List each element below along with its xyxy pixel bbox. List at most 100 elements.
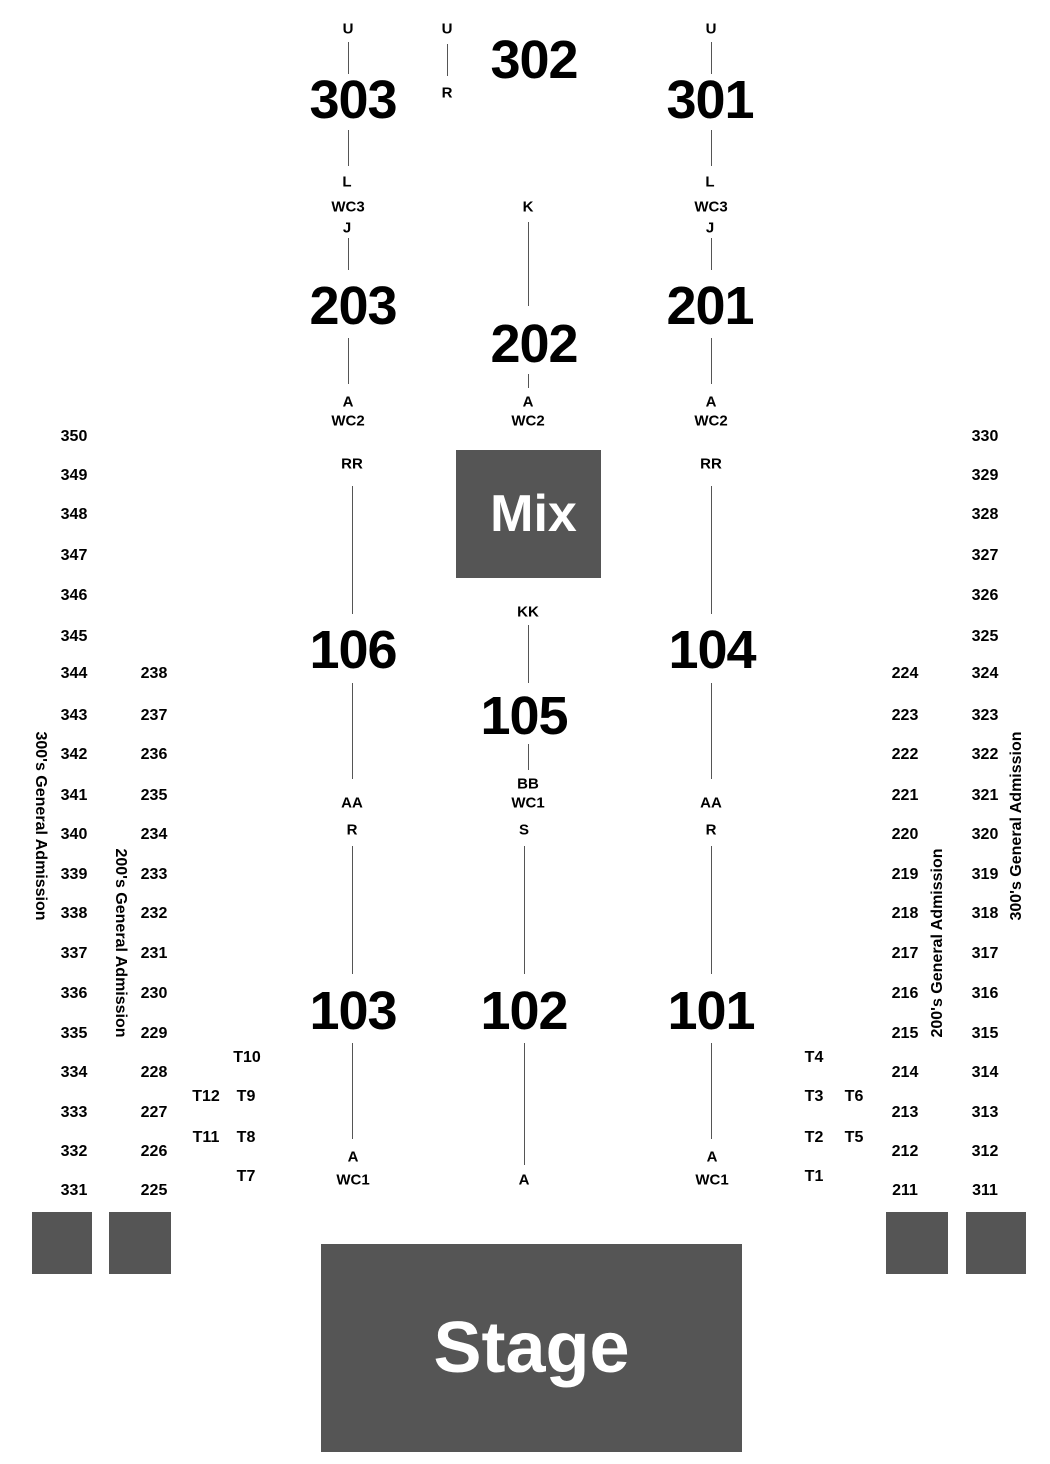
section-201[interactable]: 201 xyxy=(666,276,754,336)
row-label-101-bottom: A xyxy=(706,1148,718,1166)
row-label-302-top: U xyxy=(441,20,453,38)
ga-200-right-number: 213 xyxy=(891,1104,919,1121)
ga-200-left-number: 235 xyxy=(140,787,168,804)
row-line-101-upper xyxy=(711,846,712,974)
row-label-201-bottom: A xyxy=(705,393,717,411)
row-label-203-top: J xyxy=(342,219,352,237)
stage-block[interactable] xyxy=(321,1244,742,1452)
section-303[interactable]: 303 xyxy=(309,70,397,130)
row-label-106-top: RR xyxy=(341,455,363,473)
section-104[interactable]: 104 xyxy=(668,620,756,680)
ga-300-right-number: 329 xyxy=(971,467,999,484)
ga-300-left-number: 339 xyxy=(60,866,88,883)
ga-300-right-number: 328 xyxy=(971,506,999,523)
mix-label: Mix xyxy=(490,485,577,543)
table-t4[interactable]: T4 xyxy=(804,1049,824,1066)
section-203[interactable]: 203 xyxy=(309,276,397,336)
ga-200-left-number: 230 xyxy=(140,985,168,1002)
ga-block-300-right[interactable] xyxy=(966,1212,1026,1274)
ga-300-left-number: 343 xyxy=(60,707,88,724)
row-label-303-bottom: L xyxy=(342,173,352,191)
row-line-106-lower xyxy=(352,683,353,779)
ga-block-200-right[interactable] xyxy=(886,1212,948,1274)
row-line-303-upper xyxy=(348,42,349,74)
ga-200-left-number: 233 xyxy=(140,866,168,883)
row-line-105-upper xyxy=(528,625,529,683)
ga-300-left-number: 334 xyxy=(60,1064,88,1081)
table-t3[interactable]: T3 xyxy=(804,1088,824,1105)
wheelchair-label-wc2-right: WC2 xyxy=(694,412,728,430)
table-t8[interactable]: T8 xyxy=(236,1129,256,1146)
section-105[interactable]: 105 xyxy=(480,686,568,746)
ga-300-right-number: 318 xyxy=(971,905,999,922)
ga-300-left-number: 346 xyxy=(60,587,88,604)
table-t7[interactable]: T7 xyxy=(236,1168,256,1185)
ga-300-left-number: 345 xyxy=(60,628,88,645)
row-line-103-lower xyxy=(352,1043,353,1139)
ga-300-right-number: 313 xyxy=(971,1104,999,1121)
table-t12[interactable]: T12 xyxy=(192,1088,220,1105)
ga-300-right-number: 325 xyxy=(971,628,999,645)
section-102[interactable]: 102 xyxy=(480,981,568,1041)
row-label-105-bottom: BB xyxy=(517,775,539,793)
row-line-101-lower xyxy=(711,1043,712,1139)
ga-300-left-number: 344 xyxy=(60,665,88,682)
row-label-201-top: J xyxy=(705,219,715,237)
row-line-302 xyxy=(447,44,448,76)
row-label-202-bottom: A xyxy=(522,393,534,411)
row-line-102-lower xyxy=(524,1043,525,1165)
ga-300-left-number: 333 xyxy=(60,1104,88,1121)
row-label-301-bottom: L xyxy=(705,173,715,191)
ga-300-right-number: 321 xyxy=(971,787,999,804)
ga-200-right-number: 217 xyxy=(891,945,919,962)
table-t6[interactable]: T6 xyxy=(844,1088,864,1105)
ga-200-right-number: 221 xyxy=(891,787,919,804)
row-line-301-lower xyxy=(711,130,712,166)
section-202[interactable]: 202 xyxy=(490,314,578,374)
row-line-203-upper xyxy=(348,238,349,270)
wheelchair-label-wc3-left: WC3 xyxy=(331,198,365,216)
wheelchair-label-wc1-left: WC1 xyxy=(336,1171,370,1189)
ga-200-right-number: 212 xyxy=(891,1143,919,1160)
row-label-102-top: S xyxy=(518,821,530,839)
ga-200-right-number: 223 xyxy=(891,707,919,724)
row-line-105-lower xyxy=(528,744,529,770)
ga-200-right-number: 219 xyxy=(891,866,919,883)
ga-300-left-number: 335 xyxy=(60,1025,88,1042)
ga-200-right-number: 215 xyxy=(891,1025,919,1042)
row-line-203-lower xyxy=(348,338,349,384)
ga-300-left-number: 331 xyxy=(60,1182,88,1199)
ga-200-right-number: 211 xyxy=(892,1182,918,1199)
ga-300-left-number: 338 xyxy=(60,905,88,922)
ga-300-left-number: 341 xyxy=(60,787,88,804)
table-t1[interactable]: T1 xyxy=(804,1168,824,1185)
section-106[interactable]: 106 xyxy=(309,620,397,680)
table-t5[interactable]: T5 xyxy=(844,1129,864,1146)
row-line-202-upper xyxy=(528,222,529,306)
ga-block-300-left[interactable] xyxy=(32,1212,92,1274)
ga-200-left-number: 232 xyxy=(140,905,168,922)
row-label-102-bottom: A xyxy=(518,1171,530,1189)
ga-label-300-left: 300's General Admission xyxy=(32,731,49,921)
ga-200-left-number: 238 xyxy=(140,665,168,682)
ga-300-left-number: 350 xyxy=(60,428,88,445)
ga-200-right-number: 220 xyxy=(891,826,919,843)
table-t11[interactable]: T11 xyxy=(192,1129,220,1146)
ga-block-200-left[interactable] xyxy=(109,1212,171,1274)
section-103[interactable]: 103 xyxy=(309,981,397,1041)
table-t2[interactable]: T2 xyxy=(804,1129,824,1146)
section-301[interactable]: 301 xyxy=(666,70,754,130)
wheelchair-label-wc3-right: WC3 xyxy=(694,198,728,216)
table-t10[interactable]: T10 xyxy=(233,1049,261,1066)
row-line-202-lower xyxy=(528,374,529,388)
section-101[interactable]: 101 xyxy=(667,981,755,1041)
ga-300-right-number: 314 xyxy=(971,1064,999,1081)
ga-300-right-number: 330 xyxy=(971,428,999,445)
ga-label-200-left: 200's General Admission xyxy=(112,848,129,1038)
mix-block xyxy=(456,450,601,578)
row-line-103-upper xyxy=(352,846,353,974)
row-label-301-top: U xyxy=(705,20,717,38)
table-t9[interactable]: T9 xyxy=(236,1088,256,1105)
section-302[interactable]: 302 xyxy=(490,30,578,90)
